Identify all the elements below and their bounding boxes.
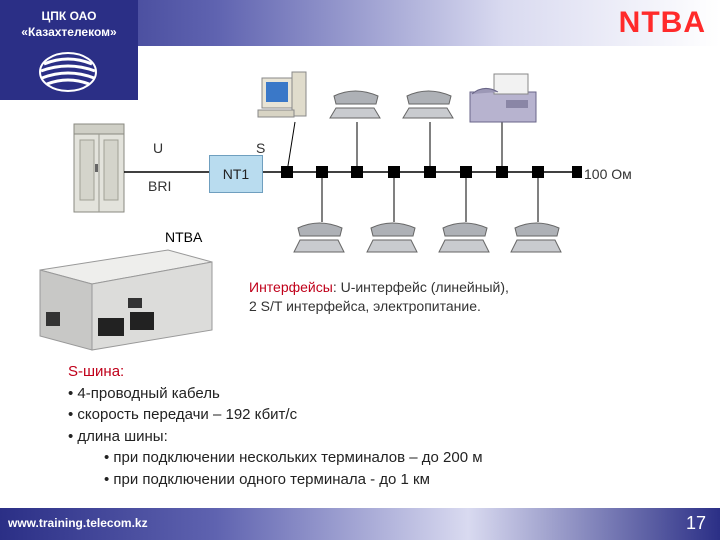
telephone-icon bbox=[329, 90, 381, 119]
interfaces-line1-rest: : U-интерфейс (линейный), bbox=[332, 279, 509, 295]
footer-band bbox=[0, 508, 720, 540]
interfaces-line2: 2 S/T интерфейса, электропитание. bbox=[249, 298, 481, 314]
computer-terminal-icon bbox=[257, 71, 307, 118]
bus-connector bbox=[388, 166, 400, 178]
sbus-sub-bullet: • при подключении одного терминала - до … bbox=[104, 470, 430, 488]
bus-connector bbox=[424, 166, 436, 178]
organization-name: ЦПК ОАО «Казахтелеком» bbox=[4, 8, 134, 40]
ntba-device-label: NTBA bbox=[165, 229, 203, 245]
telephone-icon bbox=[293, 222, 345, 253]
interfaces-heading: Интерфейсы bbox=[249, 279, 333, 295]
footer-url[interactable]: www.training.telecom.kz bbox=[8, 516, 148, 530]
interfaces-line1: Интерфейсы: U-интерфейс (линейный), bbox=[249, 278, 509, 297]
drop-wire bbox=[286, 121, 296, 173]
label-bri: BRI bbox=[148, 178, 172, 194]
sbus-description: S-шина: • 4-проводный кабель • скорость … bbox=[68, 361, 483, 490]
org-name-line1: ЦПК ОАО bbox=[41, 9, 97, 23]
bus-connector bbox=[281, 166, 293, 178]
bus-connector bbox=[460, 166, 472, 178]
telephone-icon bbox=[366, 222, 418, 253]
logo-panel: ЦПК ОАО «Казахтелеком» bbox=[0, 0, 138, 100]
bus-connector bbox=[532, 166, 544, 178]
bus-connector bbox=[316, 166, 328, 178]
fax-machine-icon bbox=[469, 73, 537, 123]
sbus-bullet: • скорость передачи – 192 кбит/с bbox=[68, 406, 298, 423]
label-u-interface: U bbox=[153, 140, 164, 156]
bus-connector bbox=[351, 166, 363, 178]
telephone-icon bbox=[510, 222, 562, 253]
terminator-label: 100 Ом bbox=[584, 166, 632, 182]
ntba-device-photo bbox=[39, 249, 213, 351]
telephone-icon bbox=[402, 90, 454, 119]
company-logo-icon bbox=[39, 52, 97, 92]
interfaces-description: Интерфейсы: U-интерфейс (линейный), 2 S/… bbox=[249, 278, 509, 316]
telephone-exchange-cabinet-icon bbox=[73, 123, 125, 213]
nt1-label: NT1 bbox=[222, 166, 250, 182]
slide-title: NTBA bbox=[618, 6, 706, 39]
sbus-sub-bullet: • при подключении нескольких терминалов … bbox=[104, 449, 483, 466]
sbus-bullet: • длина шины: bbox=[68, 427, 168, 445]
sbus-heading: S-шина: bbox=[68, 363, 125, 380]
terminator-resistor bbox=[572, 166, 582, 178]
telephone-icon bbox=[438, 222, 490, 253]
page-number: 17 bbox=[685, 513, 706, 533]
org-name-line2: «Казахтелеком» bbox=[21, 25, 117, 39]
bus-connector bbox=[496, 166, 508, 178]
nt1-box: NT1 bbox=[209, 155, 263, 193]
sbus-bullet: • 4-проводный кабель bbox=[68, 384, 220, 402]
label-s-interface: S bbox=[256, 140, 266, 156]
